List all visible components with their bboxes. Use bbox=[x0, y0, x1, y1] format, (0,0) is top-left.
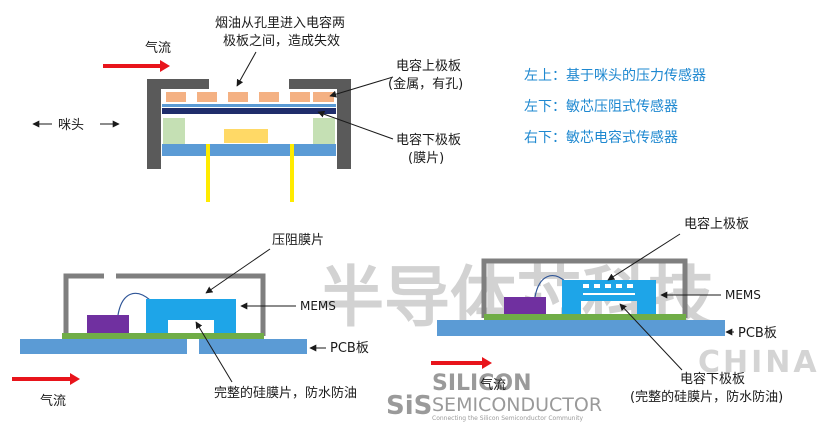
legend-item-bottom-right: 右下：敏芯电容式传感器 bbox=[524, 129, 678, 146]
top-note-arrow bbox=[236, 51, 257, 87]
top-airflow-arrowhead bbox=[160, 60, 170, 72]
br-airflow-label: 气流 bbox=[480, 377, 506, 393]
top-note-line1: 烟油从孔里进入电容两 bbox=[215, 15, 345, 31]
lower-plate-label-line2: (膜片) bbox=[408, 151, 444, 166]
upper-plate-label-line2: (金属，有孔) bbox=[388, 76, 463, 92]
bond-wire bbox=[117, 292, 151, 316]
cap-outline-right bbox=[116, 273, 266, 336]
pcb-left bbox=[20, 339, 187, 354]
bl-membrane-pointer bbox=[195, 321, 233, 383]
watermark-logo-letters: SiS bbox=[386, 391, 432, 421]
pin-right bbox=[290, 144, 294, 202]
gel-right bbox=[313, 118, 335, 144]
mems-die bbox=[562, 280, 656, 314]
plate-hole bbox=[605, 284, 611, 288]
br-mems-label: MEMS bbox=[725, 288, 761, 302]
top-diagram: 烟油从孔里进入电容两 极板之间，造成失效 气流 咪头 电容上极板 (金属，有孔)… bbox=[32, 15, 463, 202]
upper-plate-pointer bbox=[329, 76, 394, 98]
top-note-line2: 极板之间，造成失效 bbox=[223, 34, 340, 49]
top-airflow-label: 气流 bbox=[145, 40, 171, 56]
upper-plate-segment bbox=[313, 92, 334, 102]
housing-top-left bbox=[147, 79, 209, 89]
housing-top-right bbox=[289, 79, 351, 89]
plate-gap bbox=[583, 293, 635, 295]
asic-chip bbox=[87, 315, 129, 333]
bond-wire bbox=[534, 275, 567, 298]
br-pcb-label: PCB板 bbox=[738, 326, 777, 341]
upper-plate-label-line1: 电容上极板 bbox=[396, 58, 461, 74]
asic-chip bbox=[504, 297, 546, 314]
watermark-logo-tagline: Connecting the Silicon Semiconductor Com… bbox=[432, 415, 584, 422]
br-lower-plate-label: 电容下极板 bbox=[680, 371, 745, 387]
br-upper-plate-label: 电容上极板 bbox=[684, 216, 749, 232]
bottom-right-diagram: 电容上极板 MEMS PCB板 电容下极板 (完整的硅膜片，防水防油) 气流 bbox=[431, 216, 783, 405]
nozzle-label: 咪头 bbox=[58, 118, 84, 133]
watermark-logo-line1: SILICON bbox=[432, 371, 532, 396]
asic-chip bbox=[224, 129, 268, 143]
substrate-green bbox=[62, 333, 264, 339]
plate-hole bbox=[616, 284, 622, 288]
br-membrane-note: (完整的硅膜片，防水防油) bbox=[630, 389, 783, 405]
diaphragm-pointer bbox=[205, 248, 271, 294]
diaphragm-label: 压阻膜片 bbox=[272, 233, 324, 248]
watermark-china-text: CHINA bbox=[698, 345, 820, 380]
lower-plate bbox=[162, 144, 336, 156]
pin-left bbox=[206, 144, 210, 202]
cap-outline bbox=[481, 258, 688, 318]
watermark-logo-line2: SEMICONDUCTOR bbox=[432, 394, 602, 416]
mems-die bbox=[146, 299, 236, 333]
substrate-green bbox=[484, 314, 686, 320]
br-airflow-arrowhead bbox=[482, 357, 492, 369]
bl-mems-label: MEMS bbox=[300, 299, 336, 313]
legend-item-top-left: 左上：基于咪头的压力传感器 bbox=[524, 67, 706, 84]
upper-plate-segment bbox=[197, 92, 217, 102]
cap-outline-left bbox=[63, 273, 104, 336]
lower-plate-label-line1: 电容下极板 bbox=[396, 132, 461, 148]
upper-plate-segment bbox=[228, 92, 248, 102]
diaphragm-band bbox=[162, 108, 336, 114]
pcb bbox=[437, 320, 725, 336]
bl-pcb-label: PCB板 bbox=[330, 341, 369, 356]
housing-right-wall bbox=[337, 79, 351, 169]
bl-membrane-note: 完整的硅膜片，防水防油 bbox=[214, 385, 357, 401]
bottom-left-diagram: 压阻膜片 MEMS PCB板 完整的硅膜片，防水防油 气流 bbox=[12, 233, 369, 409]
upper-plate-backing bbox=[162, 104, 336, 107]
br-lower-plate-pointer bbox=[619, 303, 683, 371]
gel-left bbox=[163, 118, 185, 144]
legend: 左上：基于咪头的压力传感器 左下：敏芯压阻式传感器 右下：敏芯电容式传感器 bbox=[524, 67, 706, 146]
plate-hole bbox=[594, 284, 600, 288]
bl-airflow-arrowhead bbox=[70, 373, 80, 385]
pcb-right bbox=[199, 339, 307, 354]
plate-hole bbox=[583, 284, 589, 288]
br-upper-plate-pointer bbox=[607, 233, 681, 281]
housing-left-wall bbox=[147, 79, 161, 169]
bl-airflow-label: 气流 bbox=[40, 393, 66, 409]
lower-plate-pointer bbox=[317, 110, 394, 140]
plate-hole bbox=[627, 284, 633, 288]
upper-plate-segment bbox=[259, 92, 279, 102]
watermark-logo: SiS SILICON SEMICONDUCTOR Connecting the… bbox=[384, 371, 602, 423]
upper-plate-segment bbox=[166, 92, 186, 102]
upper-plate-segment bbox=[290, 92, 310, 102]
legend-item-bottom-left: 左下：敏芯压阻式传感器 bbox=[524, 98, 678, 115]
